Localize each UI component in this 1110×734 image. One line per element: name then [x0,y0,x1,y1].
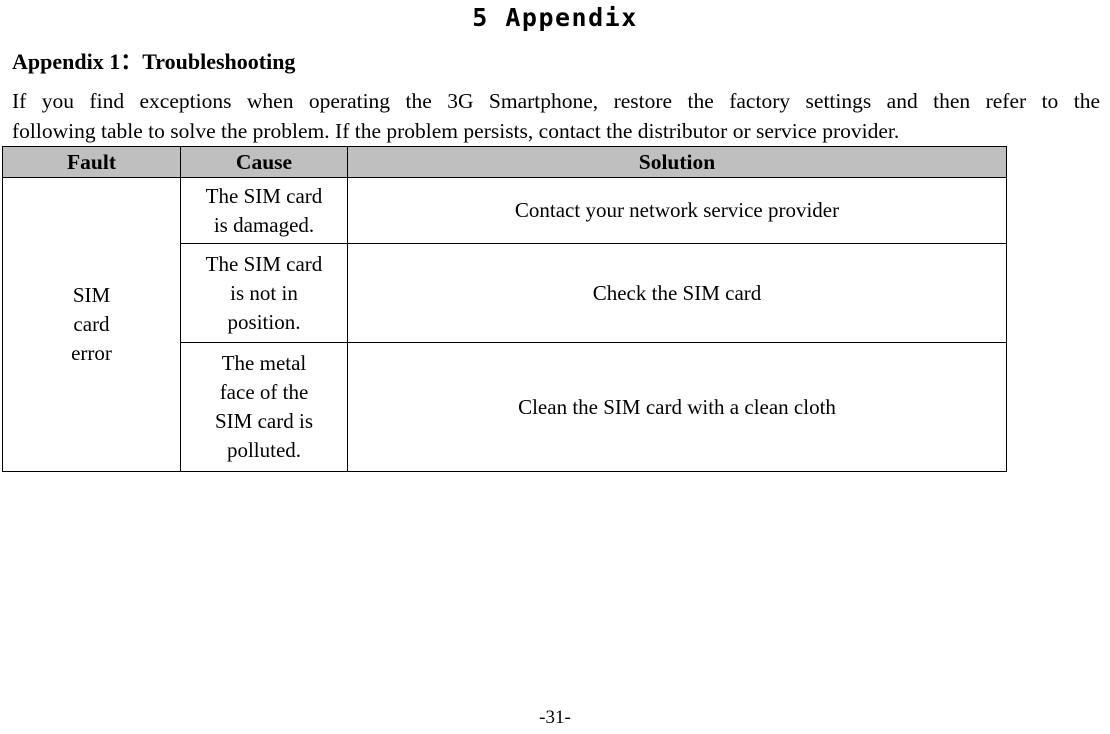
section-heading: Appendix 1：Troubleshooting [12,49,296,74]
cause-line-1: The SIM card [205,183,323,208]
table-row: SIM card error The SIM card is damaged. … [2,177,1007,472]
cause-line-3: SIM card is [215,409,313,433]
fault-group-line-3: error [71,341,112,365]
fault-group-line-1: SIM [72,283,111,307]
cause-line-1: The metal [221,351,307,375]
cause-line-2: is not in [230,280,298,305]
table-cell-fault-group: SIM card error [2,177,181,472]
cause-line-3: position. [227,309,301,334]
cause-line-2: face of the [219,380,309,404]
intro-paragraph-line-2: following table to solve the problem. If… [12,119,900,143]
troubleshooting-table: Fault Cause Solution SIM card error The … [2,146,1007,472]
table-cell-cause: The SIM card is damaged. [180,177,348,244]
fault-group-line-2: card [73,312,110,336]
cause-line-2: is damaged. [213,212,315,237]
table-row: The SIM card is not in position. Check t… [3,243,1007,343]
intro-paragraph-line-1: If you find exceptions when operating th… [12,89,1100,113]
cause-line-1: The SIM card [205,251,323,276]
table-cell-cause: The metal face of the SIM card is pollut… [180,342,348,472]
table-header-cause: Cause [180,146,348,178]
table-header-solution: Solution [347,146,1007,178]
table-row: The metal face of the SIM card is pollut… [3,342,1007,472]
table-header-row: Fault Cause Solution [2,146,1007,178]
chapter-title: 5 Appendix [472,3,638,32]
table-cell-solution: Clean the SIM card with a clean cloth [347,342,1007,472]
table-cell-cause: The SIM card is not in position. [180,243,348,343]
table-cell-solution: Contact your network service provider [347,177,1007,244]
table-header-fault: Fault [2,146,181,178]
intro-paragraph: If you find exceptions when operating th… [12,86,1100,146]
table-cell-solution: Check the SIM card [347,243,1007,343]
cause-line-4: polluted. [226,438,302,462]
page-number: -31- [539,707,571,728]
